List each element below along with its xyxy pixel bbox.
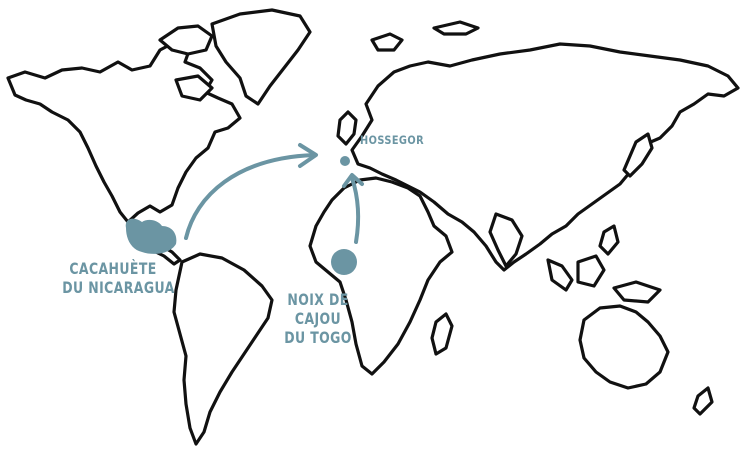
landmass-madagascar [430, 312, 454, 356]
label-line: NOIX DE [287, 290, 349, 309]
label-line: CACAHUÈTE [69, 259, 157, 278]
landmass-australia [578, 304, 670, 390]
landmass-new-guinea [612, 280, 662, 304]
arrowhead-togo-route [342, 173, 364, 188]
arrowhead-nicaragua-route [298, 143, 318, 168]
landmass-svalbard [432, 20, 480, 36]
landmass-arctic-islands [158, 24, 214, 56]
label-line: DU NICARAGUA [62, 278, 175, 297]
landmass-hudson-island [174, 74, 214, 102]
small-dot-icon [340, 156, 350, 166]
landmass-japan [622, 132, 654, 178]
landmass-sumatra [546, 258, 574, 292]
landmass-africa [308, 176, 454, 376]
circle-dot-icon [331, 249, 357, 275]
route-nicaragua-to-hossegor [184, 153, 316, 240]
landmass-iceland [370, 32, 404, 52]
landmass-south-america [172, 252, 274, 446]
label-hossegor: HOSSEGOR [360, 133, 428, 147]
landmass-greenland [210, 8, 312, 106]
landmass-india [488, 212, 524, 268]
label-togo: NOIX DE CAJOU DU TOGO [279, 290, 357, 347]
landmass-north-america [6, 40, 242, 224]
label-line: CAJOU [294, 309, 342, 328]
landmass-borneo [576, 254, 606, 288]
label-nicaragua: CACAHUÈTE DU NICARAGUA [62, 259, 175, 297]
label-line: HOSSEGOR [360, 133, 425, 147]
landmass-new-zealand [692, 386, 714, 416]
landmass-uk [336, 110, 358, 146]
route-togo-to-hossegor [350, 176, 361, 244]
label-line: DU TOGO [284, 328, 352, 347]
heart-blob-icon [125, 218, 177, 254]
landmass-eurasia [350, 42, 740, 272]
landmass-philippines [598, 224, 620, 256]
